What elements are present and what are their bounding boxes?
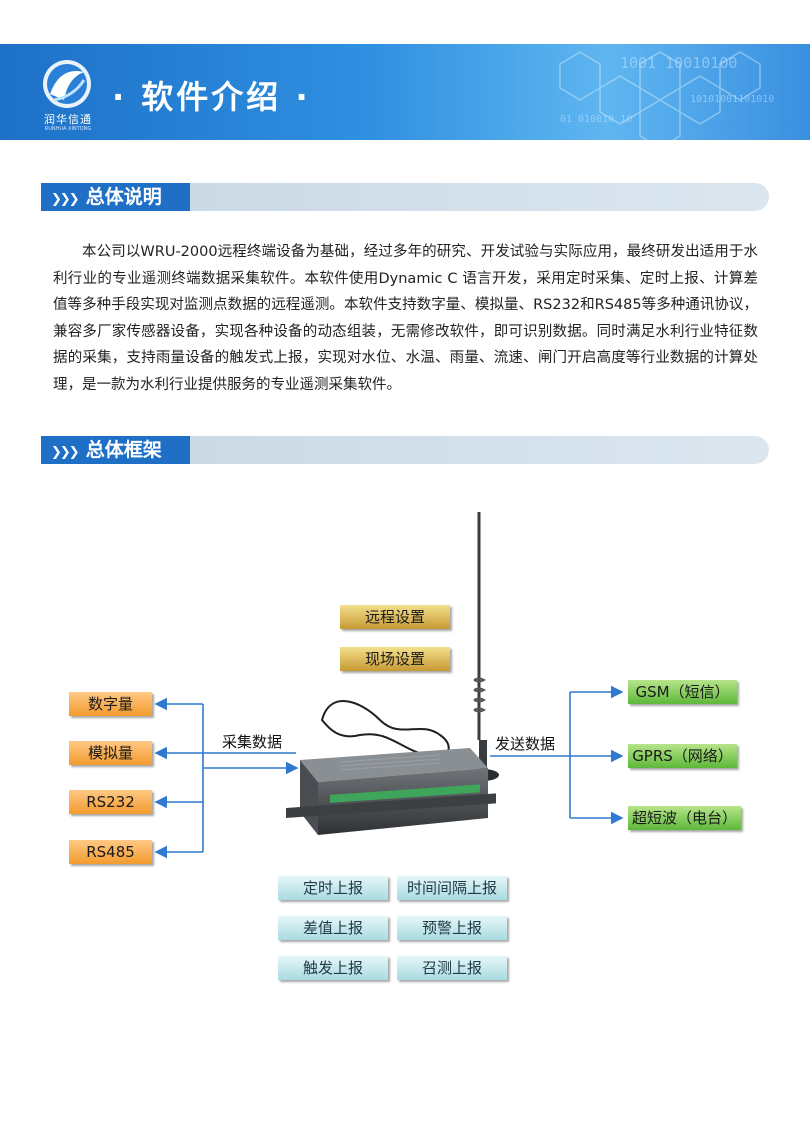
section-header-architecture: ❯❯❯ 总体框架 [41, 436, 769, 464]
collect-label: 采集数据 [222, 733, 283, 751]
config-remote: 远程设置 [340, 605, 450, 629]
report-polling: 召测上报 [397, 956, 507, 980]
hexagon-pattern [559, 51, 761, 140]
logo-subtitle: RUNHUA XINTONG [44, 126, 92, 132]
intro-paragraph: 本公司以WRU-2000远程终端设备为基础，经过多年的研究、开发试验与实际应用，… [53, 244, 759, 393]
company-logo [43, 60, 91, 108]
report-difference: 差值上报 [278, 916, 388, 940]
header-banner: 1001 10010100 10101001101010 01 010010 1… [0, 44, 810, 140]
input-digital: 数字量 [69, 692, 152, 716]
banner-binary-2: 10101001101010 [690, 94, 775, 105]
report-alarm: 预警上报 [397, 916, 507, 940]
triple-chevron-icon: ❯❯❯ [51, 445, 80, 460]
page-title: · 软件介绍 · [112, 78, 311, 116]
input-analog: 模拟量 [69, 741, 152, 765]
send-label: 发送数据 [495, 735, 556, 753]
report-interval: 时间间隔上报 [397, 876, 507, 900]
section-title: 总体框架 [85, 439, 162, 461]
output-gprs: GPRS（网络） [628, 744, 737, 768]
output-gsm: GSM（短信） [628, 680, 737, 704]
banner-binary-1: 1001 10010100 [620, 54, 738, 72]
banner-binary-3: 01 010010 10 [560, 114, 633, 125]
section-header-overview: ❯❯❯ 总体说明 [41, 183, 769, 211]
logo-name: 润华信通 [44, 113, 92, 126]
triple-chevron-icon: ❯❯❯ [51, 192, 80, 207]
section-title: 总体说明 [85, 186, 162, 208]
input-rs485: RS485 [69, 840, 152, 864]
output-radio: 超短波（电台） [628, 806, 741, 830]
terminal-device-image [286, 748, 496, 835]
report-timed: 定时上报 [278, 876, 388, 900]
input-rs232: RS232 [69, 790, 152, 814]
config-local: 现场设置 [340, 647, 450, 671]
report-trigger: 触发上报 [278, 956, 388, 980]
